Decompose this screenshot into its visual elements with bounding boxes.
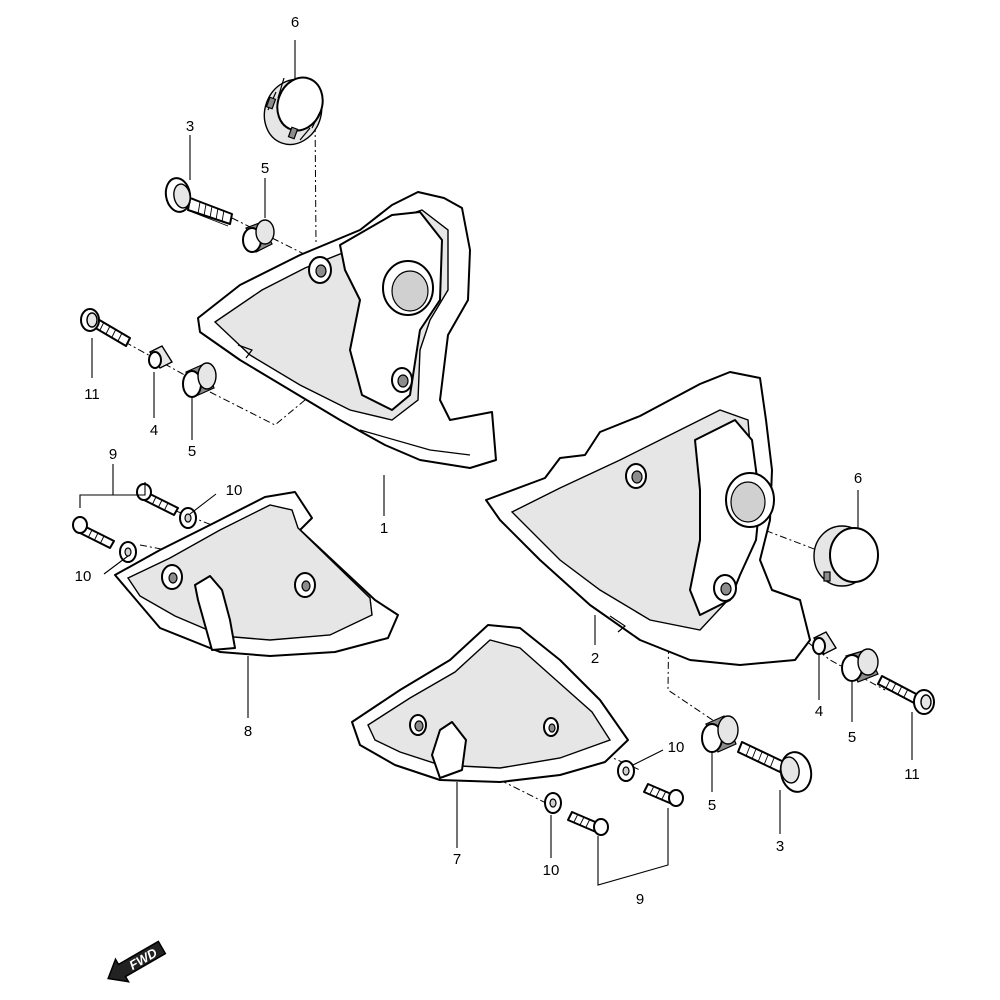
callout-labels: 6 3 5 11 4 5 9 10 1 10 8 2 6 4 5 11 10 5…	[75, 14, 920, 908]
callout-7: 7	[453, 851, 461, 868]
callout-6-top: 6	[291, 14, 299, 31]
screw-part-9-upper-left-a	[136, 483, 179, 516]
callout-5-bottom: 5	[708, 797, 716, 814]
right-cover-part-2	[485, 371, 811, 666]
callout-10-left-upper: 10	[226, 482, 243, 499]
bolt-part-3-top	[164, 177, 233, 227]
screw-part-9-lower-right-a	[643, 783, 684, 807]
screw-part-9-upper-left-b	[72, 516, 115, 549]
lower-cover-part-7	[351, 624, 629, 783]
callout-1: 1	[380, 520, 388, 537]
rubber-collar-part-5-top	[242, 219, 275, 253]
flange-bolt-part-11-right	[877, 675, 935, 715]
callout-3-top: 3	[186, 118, 194, 135]
callout-11-right: 11	[904, 766, 920, 783]
fwd-arrow-icon	[107, 940, 167, 983]
callout-10-left-lower: 10	[75, 568, 92, 585]
rubber-grommet-part-6-top	[263, 76, 324, 146]
callout-10-right-upper: 10	[668, 739, 685, 756]
callout-4-left: 4	[150, 422, 158, 439]
rubber-collar-part-5-right	[841, 648, 879, 683]
callout-9-left: 9	[109, 446, 117, 463]
bolt-part-3-bottom	[737, 741, 813, 793]
washer-part-10-lower-right-a	[617, 760, 635, 782]
callout-5-top: 5	[261, 160, 269, 177]
callout-2: 2	[591, 650, 599, 667]
callout-11-left: 11	[84, 386, 100, 403]
callout-3-bottom: 3	[776, 838, 784, 855]
callout-6-right: 6	[854, 470, 862, 487]
washer-part-10-lower-right-b	[544, 792, 562, 814]
callout-10-right-lower: 10	[543, 862, 560, 879]
screw-part-9-lower-right-b	[567, 811, 609, 836]
rubber-grommet-part-6-right	[813, 525, 879, 587]
lower-cover-part-8	[114, 491, 399, 657]
collar-sleeve-part-4-left	[148, 345, 174, 369]
collar-sleeve-part-4-right	[812, 631, 838, 655]
rubber-collar-part-5-bottom	[701, 715, 739, 753]
callout-5-left: 5	[188, 443, 196, 460]
forward-direction-arrow: FWD	[107, 940, 167, 983]
callout-5-right: 5	[848, 729, 856, 746]
rubber-collar-part-5-left	[182, 362, 217, 398]
callout-9-right: 9	[636, 891, 644, 908]
callout-8: 8	[244, 723, 252, 740]
leader-lines	[79, 40, 913, 886]
left-cover-part-1	[197, 191, 497, 469]
washer-part-10-upper-left-b	[119, 541, 137, 563]
flange-bolt-part-11-left	[80, 308, 131, 347]
callout-4-right: 4	[815, 703, 823, 720]
